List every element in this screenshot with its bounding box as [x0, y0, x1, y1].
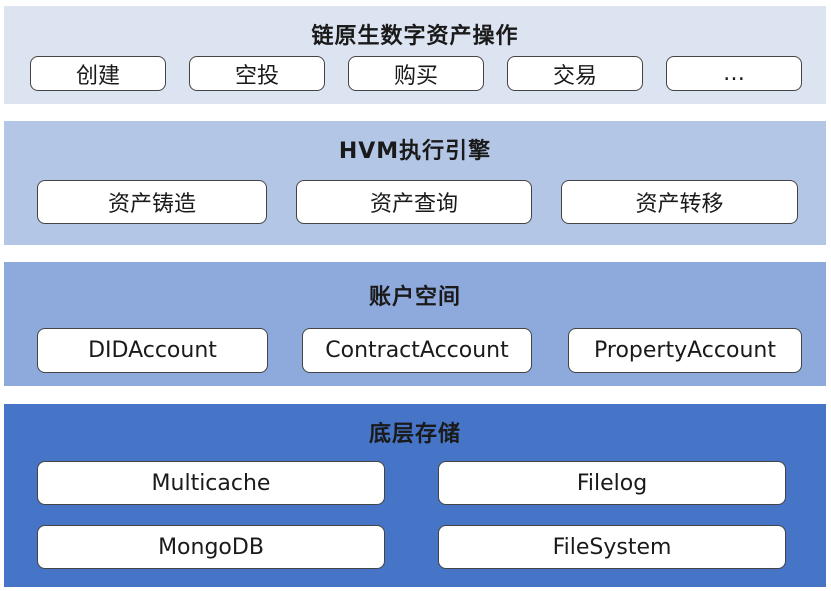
op-trade-box: 交易 [507, 56, 643, 91]
layer-title-account: 账户空间 [368, 285, 461, 310]
asset-query-box: 资产查询 [296, 180, 532, 224]
multicache-box: Multicache [37, 461, 385, 505]
op-more-box: … [666, 56, 802, 91]
layer-chain-native-asset-operations: 链原生数字资产操作 创建 空投 购买 交易 … [4, 6, 826, 104]
did-account-box: DIDAccount [37, 328, 268, 373]
filelog-box: Filelog [438, 461, 786, 505]
layer-underlying-storage: 底层存储 Multicache Filelog MongoDB FileSyst… [4, 404, 826, 587]
property-account-box: PropertyAccount [568, 328, 802, 373]
filesystem-box: FileSystem [438, 525, 786, 569]
layer-title-hvm: HVM执行引擎 [338, 139, 492, 164]
layer-title-operations: 链原生数字资产操作 [311, 24, 519, 49]
asset-transfer-box: 资产转移 [561, 180, 798, 224]
contract-account-box: ContractAccount [302, 328, 532, 373]
layer-hvm-engine: HVM执行引擎 资产铸造 资产查询 资产转移 [4, 121, 826, 245]
op-airdrop-box: 空投 [189, 56, 325, 91]
layer-account-space: 账户空间 DIDAccount ContractAccount Property… [4, 262, 826, 386]
mongodb-box: MongoDB [37, 525, 385, 569]
layer-title-storage: 底层存储 [368, 422, 461, 447]
asset-mint-box: 资产铸造 [37, 180, 267, 224]
op-purchase-box: 购买 [348, 56, 484, 91]
op-create-box: 创建 [30, 56, 166, 91]
